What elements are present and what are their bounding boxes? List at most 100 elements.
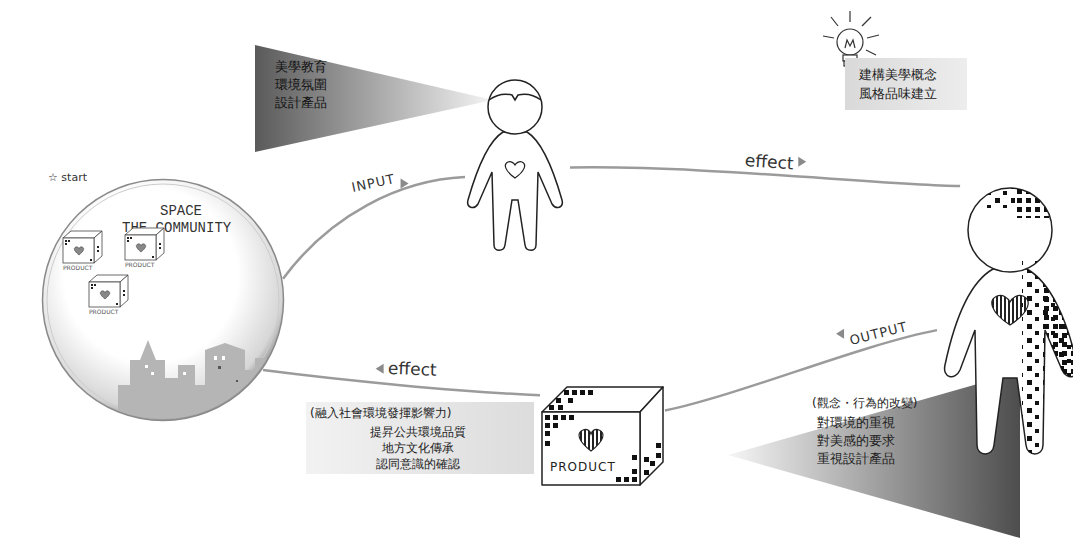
cube-outline [588,390,593,395]
cube-outline [632,469,637,474]
cube-outline [91,287,93,289]
cube-outline [542,387,663,485]
node-text: (融入社會環境發揮影響力) [310,405,451,421]
cube-outline [542,412,640,485]
cube-outline [130,237,132,239]
mini-product-cube: PRODUCT [124,227,166,269]
callout-triangle [255,45,493,152]
cube-outline [65,240,99,261]
mini-product-cube: PRODUCT [62,230,104,272]
cube-outline [63,238,94,263]
cube-outline [556,398,561,403]
cube-outline [125,228,164,260]
city-silhouette [268,366,270,368]
influence-box: (融入社會環境發揮影響力) 提昇公共環境品質 地方文化傳承 認同意識的確認 [306,402,534,474]
cube-outline [579,429,603,451]
cube-outline [545,390,661,482]
person-outline [505,162,524,178]
person-outline [489,94,541,100]
cube-outline [91,284,125,305]
person-figure: 美學教育 環境氛圍 設計產品 [465,78,570,255]
person-outline [945,269,1073,454]
cube-outline [616,477,621,482]
node-text: PRODUCT [550,460,616,474]
edge-label: OUTPUT [848,319,909,349]
cube-outline [152,256,154,258]
community-circle-outline [47,184,279,416]
person-figure: (觀念・行為的改變)對環境的重視 對美感的要求 重視設計產品 [937,186,1073,460]
cube-outline [561,415,566,420]
cube-outline [558,405,563,410]
cube-outline [564,390,569,395]
person-outline [468,132,563,250]
cube-outline [90,259,92,261]
cube-outline [632,477,637,482]
concept-box: 建構美學概念 風格品味建立 [845,58,967,110]
cube-outline [123,290,125,292]
node-text: 美學教育 環境氛圍 設計產品 [275,58,337,112]
cube-outline [127,237,161,258]
cube-outline [127,240,129,242]
cube-outline [124,227,166,261]
person-outline [992,295,1028,325]
start-label: ☆ start [48,171,87,185]
cube-outline [159,247,161,249]
lightbulb-icon [823,36,834,38]
cube-outline [94,231,102,263]
person-outline [937,186,1073,460]
node-text: 建構美學概念 風格品味建立 [859,65,945,103]
cube-outline [632,455,637,460]
community-circle-outline [43,180,284,421]
cube-outline [100,291,109,299]
cube-outline [88,274,130,308]
lightbulb-icon [831,17,838,26]
node-text: 提昇公共環境品質 地方文化傳承 認同意識的確認 [356,424,480,472]
cube-outline [553,415,558,420]
cube-outline [549,405,554,410]
cube-outline [127,237,129,239]
direction-arrowhead [376,364,384,374]
cube-outline [568,398,573,403]
lightbulb-icon [845,40,855,48]
person-outline [465,78,570,255]
cube-outline [580,390,585,395]
cube-outline [624,477,629,482]
cube-outline [545,415,550,420]
cube-outline [136,244,145,252]
flow-connector [665,330,937,410]
cube-outline [89,282,120,307]
cube-outline [97,250,99,252]
cube-outline [63,231,102,263]
cube-outline [545,423,550,428]
city-silhouette [268,378,270,380]
direction-arrowhead [401,178,409,188]
cube-outline [650,461,655,466]
cube-outline [553,423,558,428]
cube-outline [65,243,67,245]
cube-outline [656,443,661,448]
cube-outline [572,390,577,395]
lightbulb-icon [849,11,850,22]
cube-outline [120,275,128,307]
cube-outline [545,431,550,436]
node-text: 對環境的重視 對美感的要求 重視設計產品 [817,414,909,468]
cube-outline [74,247,83,255]
lightbulb-icon [837,29,863,55]
node-text: PRODUCT [63,264,92,271]
community-circle: SPACE THE COMMUNITYPRODUCTPRODUCTPRODUCT [41,178,285,422]
cube-outline [569,415,574,420]
person-outline [488,80,542,134]
cube-outline [545,441,550,446]
cube-outline [156,228,164,260]
lightbulb-icon [862,17,871,26]
flow-connector [283,177,465,279]
cube-outline [62,230,104,264]
cube-outline [94,284,96,286]
edge-label: effect [744,150,794,173]
city-silhouette [262,372,264,374]
node-text: (觀念・行為的改變) [812,395,917,411]
product-cube: PRODUCT [540,385,665,487]
direction-arrowhead [798,157,806,167]
cube-outline [644,470,649,475]
cube-outline [89,275,128,307]
